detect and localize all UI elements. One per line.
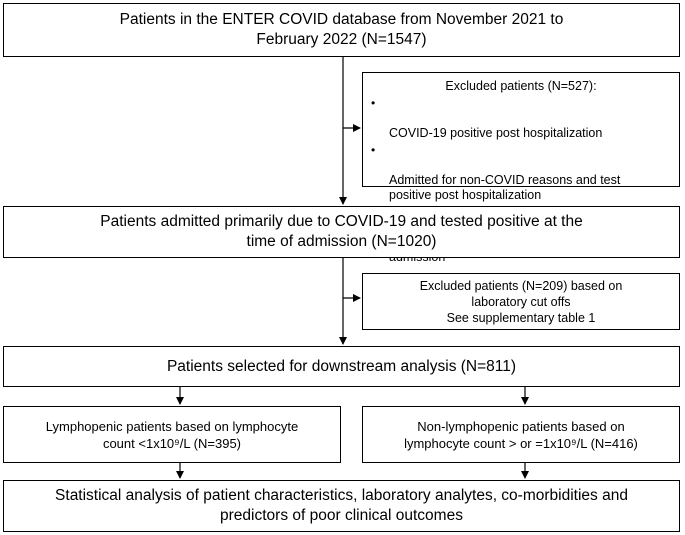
database-box-text: Patients in the ENTER COVID database fro… xyxy=(119,11,564,48)
non-lymphopenic-box-text: Non-lymphopenic patients based on lympho… xyxy=(404,418,638,451)
statistical-analysis-box: Statistical analysis of patient characte… xyxy=(3,480,680,532)
lymphopenic-box: Lymphopenic patients based on lymphocyte… xyxy=(3,406,341,463)
exclusion-2-text: Excluded patients (N=209) based on labor… xyxy=(419,278,623,325)
downstream-box-text: Patients selected for downstream analysi… xyxy=(166,357,517,375)
non-lymphopenic-box: Non-lymphopenic patients based on lympho… xyxy=(362,406,680,463)
bullet-icon: • xyxy=(371,143,376,157)
exclusion-1-item-text: Admitted for non-COVID reasons and test … xyxy=(389,173,621,202)
lymphopenic-box-text: Lymphopenic patients based on lymphocyte… xyxy=(45,418,299,451)
exclusion-box-1: Excluded patients (N=527): • COVID-19 po… xyxy=(362,72,680,264)
downstream-box: Patients selected for downstream analysi… xyxy=(3,346,680,387)
exclusion-1-item: • COVID-19 positive post hospitalization xyxy=(363,96,679,141)
database-box: Patients in the ENTER COVID database fro… xyxy=(3,3,680,57)
exclusion-1-item-text: COVID-19 positive post hospitalization xyxy=(389,126,603,140)
primary-covid-box: Patients admitted primarily due to COVID… xyxy=(3,206,680,258)
statistical-analysis-box-text: Statistical analysis of patient characte… xyxy=(55,487,628,524)
exclusion-box-2: Excluded patients (N=209) based on labor… xyxy=(362,273,680,330)
bullet-icon: • xyxy=(371,96,376,110)
exclusion-1-title: Excluded patients (N=527): xyxy=(445,79,597,93)
exclusion-1-item: • Admitted for non-COVID reasons and tes… xyxy=(363,143,679,203)
primary-covid-box-text: Patients admitted primarily due to COVID… xyxy=(100,213,583,250)
